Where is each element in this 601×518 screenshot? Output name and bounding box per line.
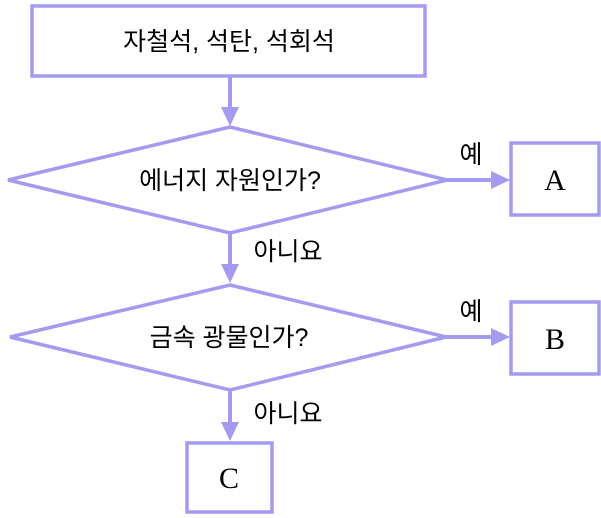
- start-label: 자철석, 석탄, 석회석: [123, 28, 335, 56]
- start-box: [30, 4, 427, 78]
- result-a-node: A: [509, 141, 601, 217]
- result-c-label: C: [219, 462, 239, 495]
- arrow-down-icon: [221, 264, 239, 283]
- arrow-decision2-to-b: 예: [446, 298, 510, 346]
- result-c-node: C: [185, 441, 274, 514]
- start-node: 자철석, 석탄, 석회석: [30, 4, 427, 78]
- result-b-node: B: [509, 300, 601, 376]
- branch-no-label: 아니요: [253, 400, 322, 428]
- result-c-box: [185, 441, 274, 514]
- arrow-decision1-to-decision2: 아니요: [221, 233, 323, 283]
- decision-energy-node: 에너지 자원인가?: [7, 125, 448, 235]
- arrow-right-icon: [491, 328, 510, 346]
- arrow-decision2-to-c: 아니요: [221, 390, 323, 441]
- decision-energy-label: 에너지 자원인가?: [139, 167, 321, 195]
- decision-metal-label: 금속 광물인가?: [150, 324, 309, 352]
- branch-yes-label: 예: [459, 298, 482, 326]
- result-b-label: B: [545, 323, 565, 356]
- arrow-start-to-decision1: [221, 76, 239, 126]
- decision-metal-node: 금속 광물인가?: [9, 283, 447, 392]
- branch-yes-label: 예: [459, 141, 482, 169]
- result-a-label: A: [544, 164, 566, 197]
- arrow-down-icon: [221, 422, 239, 441]
- branch-no-label: 아니요: [253, 238, 322, 266]
- arrow-decision1-to-a: 예: [447, 141, 510, 189]
- result-b-box: [509, 300, 601, 376]
- arrow-right-icon: [491, 171, 510, 189]
- arrow-down-icon: [221, 107, 239, 126]
- result-a-box: [509, 141, 601, 217]
